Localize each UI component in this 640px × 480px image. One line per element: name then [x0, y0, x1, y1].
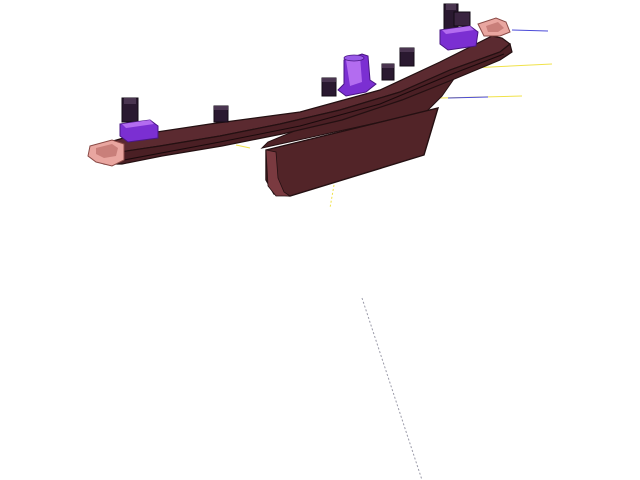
- guide-line-yellow-5: [235, 144, 251, 149]
- center-funnel-boss: [337, 53, 377, 97]
- guide-line-blue-1: [511, 29, 549, 32]
- part-keel-edge: [265, 149, 292, 197]
- part-flange-groove: [123, 53, 505, 161]
- clip-1: [213, 105, 229, 123]
- clip-2: [321, 77, 337, 97]
- right-boss: [439, 3, 479, 51]
- part-flange-front: [99, 42, 513, 165]
- clip-4: [399, 47, 415, 67]
- guide-line-blue-2: [447, 96, 489, 99]
- clip-3: [381, 63, 395, 81]
- left-boss: [119, 97, 159, 143]
- left-mounting-tab: [87, 139, 125, 167]
- right-mounting-tab: [477, 17, 511, 37]
